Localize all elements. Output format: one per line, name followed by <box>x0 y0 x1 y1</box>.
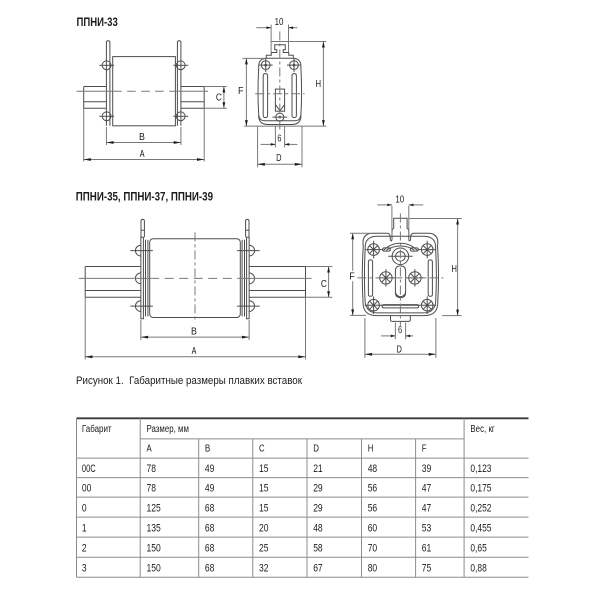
svg-text:0: 0 <box>82 502 87 514</box>
svg-text:00C: 00C <box>82 463 96 475</box>
svg-text:21: 21 <box>313 463 323 475</box>
svg-text:3: 3 <box>82 563 87 575</box>
svg-text:H: H <box>368 444 374 455</box>
svg-text:29: 29 <box>313 502 323 514</box>
svg-text:25: 25 <box>259 542 269 554</box>
svg-text:53: 53 <box>422 522 432 534</box>
svg-text:47: 47 <box>422 483 432 495</box>
svg-text:49: 49 <box>205 483 215 495</box>
svg-text:56: 56 <box>368 502 378 514</box>
svg-text:29: 29 <box>313 483 323 495</box>
svg-text:20: 20 <box>259 522 269 534</box>
svg-text:A: A <box>192 346 197 357</box>
svg-text:15: 15 <box>259 502 269 514</box>
svg-text:56: 56 <box>368 483 378 495</box>
svg-text:00: 00 <box>82 483 92 495</box>
svg-text:67: 67 <box>313 563 323 575</box>
svg-text:A: A <box>140 149 145 160</box>
svg-text:Габарит: Габарит <box>82 423 112 435</box>
svg-text:49: 49 <box>205 463 215 475</box>
svg-text:ППНИ-35, ППНИ-37, ППНИ-39: ППНИ-35, ППНИ-37, ППНИ-39 <box>76 189 213 203</box>
svg-text:ППНИ-33: ППНИ-33 <box>77 15 118 29</box>
svg-text:B: B <box>191 327 197 338</box>
svg-text:C: C <box>321 279 327 290</box>
svg-text:Вес, кг: Вес, кг <box>470 424 495 435</box>
svg-text:6: 6 <box>398 325 402 336</box>
svg-text:78: 78 <box>147 463 157 475</box>
svg-text:F: F <box>422 444 427 455</box>
svg-text:D: D <box>276 153 281 164</box>
svg-text:C: C <box>216 93 222 104</box>
svg-text:80: 80 <box>368 563 378 575</box>
svg-text:Размер, мм: Размер, мм <box>147 424 189 435</box>
svg-text:1: 1 <box>82 522 87 534</box>
svg-text:F: F <box>238 86 244 97</box>
svg-text:68: 68 <box>205 563 215 575</box>
svg-text:2: 2 <box>82 542 87 554</box>
svg-text:68: 68 <box>205 542 215 554</box>
svg-text:15: 15 <box>259 483 269 495</box>
svg-text:0,252: 0,252 <box>470 502 491 514</box>
svg-text:125: 125 <box>147 502 161 514</box>
svg-text:61: 61 <box>422 542 432 554</box>
svg-text:D: D <box>397 344 402 355</box>
svg-text:68: 68 <box>205 502 215 514</box>
svg-text:10: 10 <box>275 17 284 28</box>
svg-text:C: C <box>259 444 265 455</box>
svg-text:B: B <box>139 132 145 143</box>
svg-text:68: 68 <box>205 522 215 534</box>
svg-text:A: A <box>147 444 152 455</box>
svg-text:135: 135 <box>147 522 161 534</box>
svg-text:H: H <box>316 79 322 90</box>
svg-text:B: B <box>205 444 211 455</box>
svg-text:0,65: 0,65 <box>470 542 486 554</box>
svg-text:0,88: 0,88 <box>470 563 486 575</box>
svg-text:H: H <box>451 264 457 275</box>
svg-text:D: D <box>313 444 319 455</box>
svg-text:75: 75 <box>422 563 432 575</box>
svg-text:47: 47 <box>422 502 432 514</box>
svg-text:0,175: 0,175 <box>470 483 491 495</box>
svg-text:78: 78 <box>147 483 157 495</box>
svg-text:32: 32 <box>259 563 269 575</box>
svg-text:48: 48 <box>313 522 323 534</box>
svg-text:48: 48 <box>368 463 378 475</box>
svg-text:Рисунок 1. Габаритные размеры: Рисунок 1. Габаритные размеры плавких вс… <box>76 375 302 387</box>
svg-text:0,455: 0,455 <box>470 522 491 534</box>
svg-text:60: 60 <box>368 522 378 534</box>
svg-text:70: 70 <box>368 542 378 554</box>
svg-text:10: 10 <box>395 194 404 205</box>
svg-text:39: 39 <box>422 463 432 475</box>
svg-text:150: 150 <box>147 563 161 575</box>
svg-text:6: 6 <box>277 134 281 145</box>
svg-text:0,123: 0,123 <box>470 463 491 475</box>
svg-text:150: 150 <box>147 542 161 554</box>
svg-text:15: 15 <box>259 463 269 475</box>
svg-text:58: 58 <box>313 542 323 554</box>
svg-text:F: F <box>349 272 355 283</box>
